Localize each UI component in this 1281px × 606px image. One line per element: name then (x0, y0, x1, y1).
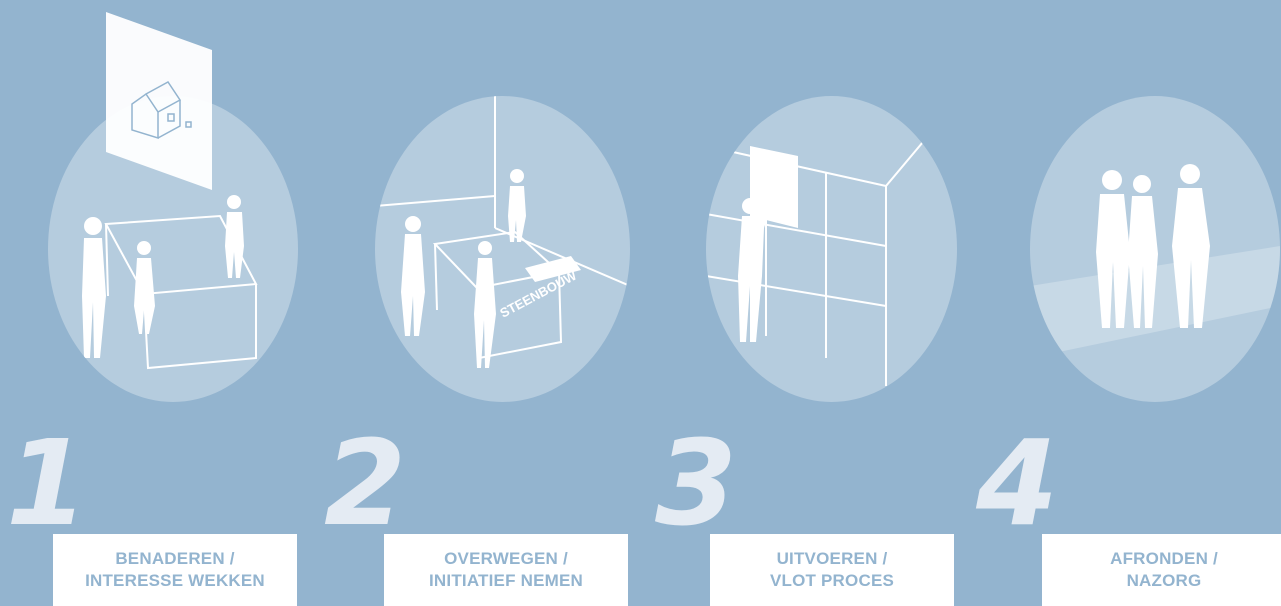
step-2-label-line2: INITIATIEF NEMEN (429, 571, 583, 590)
step-2-number: 2 (324, 414, 407, 552)
showroom-scene-icon (82, 195, 258, 370)
step-3-label-line1: UITVOEREN / (776, 549, 888, 568)
step-2-label: OVERWEGEN / INITIATIEF NEMEN (384, 534, 628, 606)
step-3-label: UITVOEREN / VLOT PROCES (710, 534, 954, 606)
wall-panels-scene-icon (706, 135, 929, 386)
house-screen-icon (106, 12, 212, 190)
step-4-illustration (1030, 96, 1280, 402)
step-1-label-line1: BENADEREN / (115, 549, 235, 568)
step-2-label-line1: OVERWEGEN / (444, 549, 568, 568)
step-1-label-line2: INTERESSE WEKKEN (85, 571, 265, 590)
step-3-illustration (706, 96, 957, 402)
step-4-number: 4 (976, 414, 1059, 552)
step-1-label: BENADEREN / INTERESSE WEKKEN (53, 534, 297, 606)
step-3-number: 3 (655, 414, 738, 552)
step-4-label: AFRONDEN / NAZORG (1042, 534, 1281, 606)
step-3-label-line2: VLOT PROCES (769, 571, 895, 590)
step-4-label-line1: AFRONDEN / (1110, 549, 1218, 568)
step-1-number: 1 (6, 414, 89, 552)
step-2-illustration: STEENBOUW (375, 96, 630, 402)
step-4-label-line2: NAZORG (1126, 571, 1202, 590)
people-group-icon (1030, 164, 1280, 358)
counter-scene-icon: STEENBOUW (375, 96, 630, 368)
